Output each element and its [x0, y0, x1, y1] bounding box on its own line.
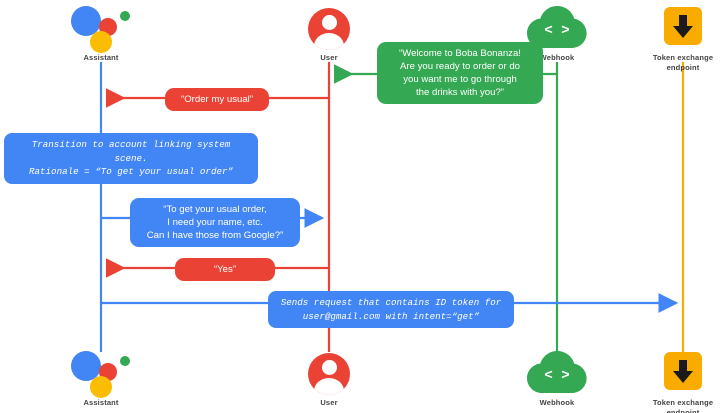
actor-assistant-top[interactable]: Assistant — [41, 4, 161, 63]
google-assistant-icon — [41, 349, 161, 398]
actor-assistant-bottom[interactable]: Assistant — [41, 349, 161, 408]
actor-label-user-top: User — [320, 53, 338, 62]
actor-label-token-endpoint-bottom: Token exchange endpoint — [652, 398, 714, 413]
user-avatar-icon — [269, 4, 389, 50]
message-need-your-name[interactable]: “To get your usual order, I need your na… — [130, 198, 300, 247]
actor-user-bottom[interactable]: User — [269, 349, 389, 408]
code-brackets-glyph: < > — [544, 368, 570, 384]
message-welcome[interactable]: “Welcome to Boba Bonanza! Are you ready … — [377, 42, 543, 104]
message-order-my-usual[interactable]: “Order my usual” — [165, 88, 269, 111]
cloud-code-icon: < > — [497, 349, 617, 395]
message-transition-note[interactable]: Transition to account linking system sce… — [4, 133, 258, 184]
actor-webhook-top[interactable]: < > Webhook — [497, 4, 617, 63]
actor-label-assistant-bottom: Assistant — [83, 398, 119, 407]
actor-token-endpoint-top[interactable]: Token exchange endpoint — [623, 4, 725, 72]
download-box-icon — [623, 4, 725, 50]
cloud-code-icon: < > — [497, 4, 617, 50]
user-avatar-icon — [269, 349, 389, 395]
actor-label-webhook-top: Webhook — [539, 53, 575, 62]
actor-label-token-endpoint-top: Token exchange endpoint — [652, 53, 714, 72]
actor-user-top[interactable]: User — [269, 4, 389, 63]
actor-webhook-bottom[interactable]: < > Webhook — [497, 349, 617, 408]
code-brackets-glyph: < > — [544, 23, 570, 39]
actor-label-user-bottom: User — [320, 398, 338, 407]
actor-label-assistant-top: Assistant — [83, 53, 119, 62]
google-assistant-icon — [41, 4, 161, 53]
message-sends-request[interactable]: Sends request that contains ID token for… — [268, 291, 514, 328]
download-box-icon — [623, 349, 725, 395]
actor-token-endpoint-bottom[interactable]: Token exchange endpoint — [623, 349, 725, 413]
actor-label-webhook-bottom: Webhook — [539, 398, 575, 407]
message-yes[interactable]: “Yes” — [175, 258, 275, 281]
